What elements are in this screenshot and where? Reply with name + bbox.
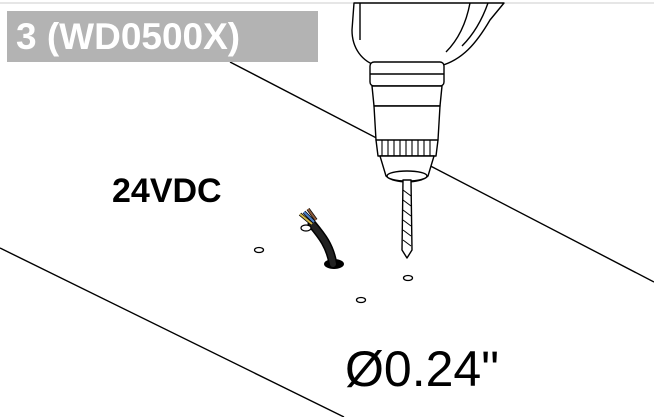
mounting-hole-right	[402, 274, 414, 282]
drill-icon	[351, 2, 505, 259]
step-badge: 3 (WD0500X)	[7, 11, 318, 62]
cable-icon	[298, 207, 344, 269]
drill-size-label: Ø0.24"	[345, 341, 499, 397]
mounting-hole-bottom	[355, 296, 367, 304]
mounting-surface	[0, 61, 654, 417]
mounting-hole-left	[253, 246, 265, 254]
voltage-label: 24VDC	[112, 172, 222, 210]
step-label: 3 (WD0500X)	[16, 16, 241, 57]
hole-icon	[253, 246, 414, 304]
